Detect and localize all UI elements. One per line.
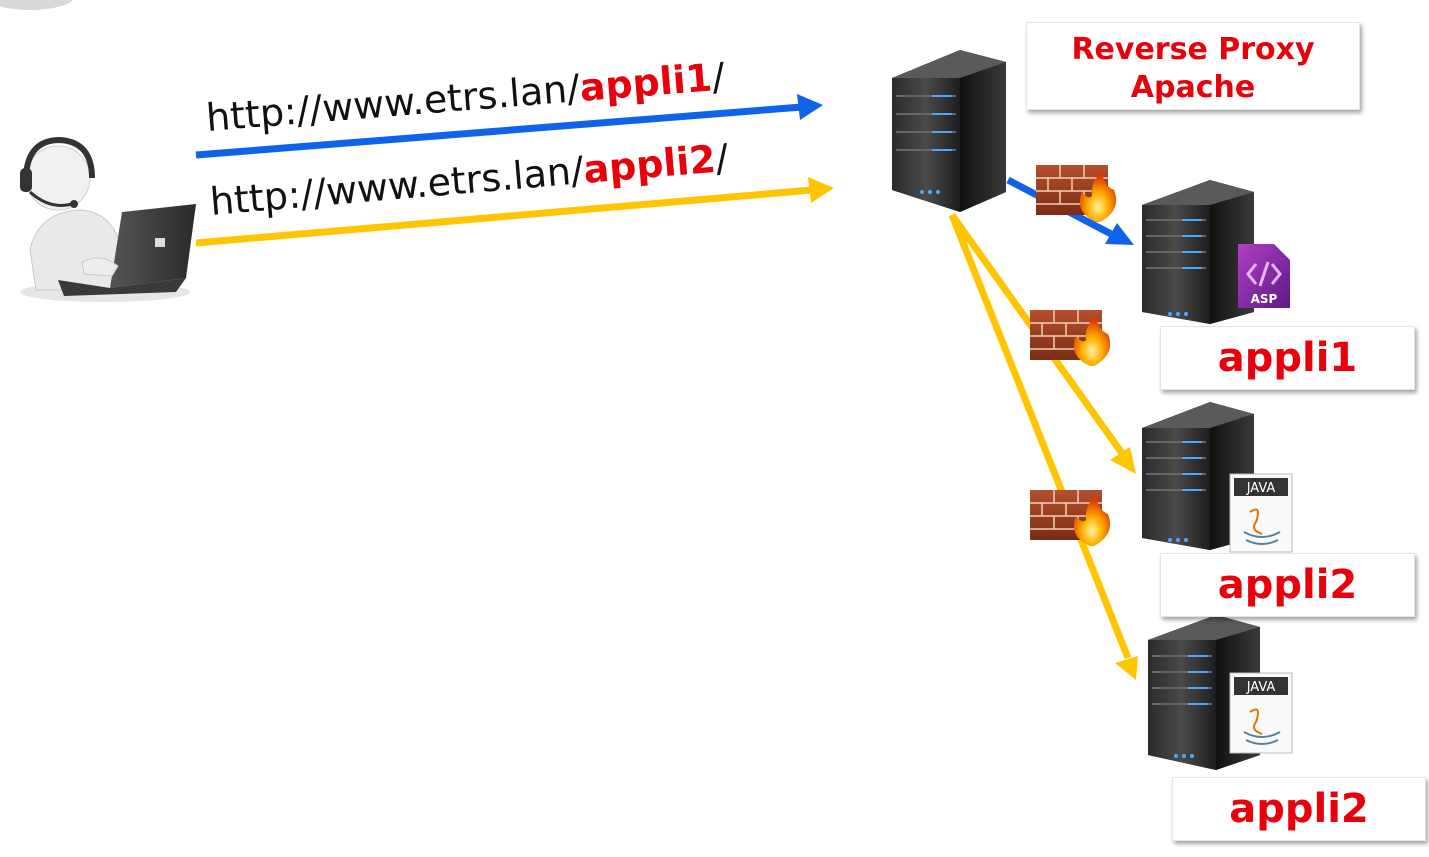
asp-file-icon: ASP [1238, 244, 1290, 308]
corner-shadow [0, 0, 74, 10]
proxy-server-icon [892, 50, 1006, 212]
routing-arrows [948, 176, 1138, 680]
firewall-icon [1030, 490, 1111, 546]
proxy-label-line2: Apache [1130, 70, 1256, 105]
user-laptop-icon [20, 136, 196, 302]
java-file-icon: JAVA [1229, 473, 1293, 553]
backend-label-appli1: appli1 [1160, 326, 1415, 390]
java-file-icon: JAVA [1229, 672, 1293, 754]
java-badge-text: JAVA [1246, 680, 1276, 695]
server-icon [1142, 180, 1254, 324]
backend-label-appli2: appli2 [1160, 553, 1415, 617]
request-arrows [195, 94, 834, 247]
java-badge-text: JAVA [1246, 481, 1276, 496]
proxy-label: Reverse Proxy Apache [1026, 22, 1360, 110]
proxy-label-line1: Reverse Proxy [1071, 32, 1315, 67]
firewall-icon [1030, 310, 1111, 366]
asp-badge-text: ASP [1251, 292, 1278, 306]
backend-label-appli2-b: appli2 [1172, 777, 1426, 841]
firewall-icon [1036, 165, 1117, 222]
